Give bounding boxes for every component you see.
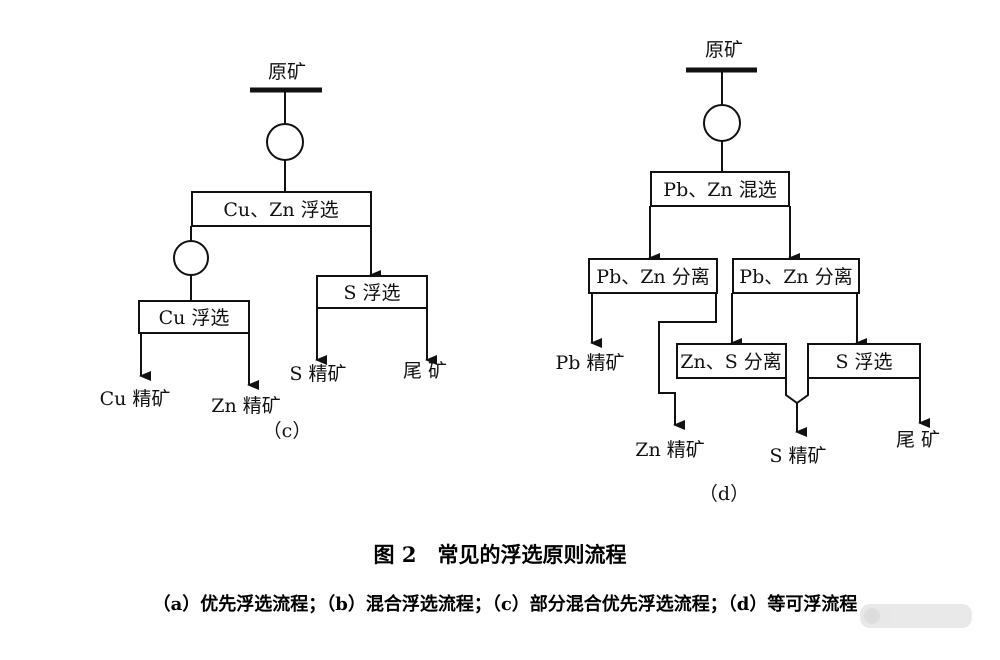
box-zn-s-separation bbox=[676, 343, 787, 379]
box-s-flotation-d bbox=[807, 343, 921, 379]
grinding-circle-c1 bbox=[266, 123, 304, 161]
box-cu-flotation-label: Cu 浮选 bbox=[159, 307, 230, 329]
tailings-label-d: 尾 矿 bbox=[896, 429, 940, 451]
feed-label-d: 原矿 bbox=[705, 39, 743, 61]
box-zn-s-separation-label: Zn、S 分离 bbox=[680, 351, 782, 373]
figure-caption: （a）优先浮选流程；（b）混合浮选流程；（c）部分混合优先浮选流程；（d）等可浮… bbox=[153, 593, 858, 615]
box-pb-zn-bulk-flotation bbox=[650, 171, 790, 207]
grinding-circle-c2 bbox=[173, 240, 209, 276]
watermark-blur bbox=[860, 604, 972, 628]
box-pb-zn-bulk-label: Pb、Zn 混选 bbox=[663, 179, 776, 201]
diagram-d: 原矿 Pb、Zn 混选 Pb、Zn 分离 Pb、Zn 分离 Zn、S 分离 S … bbox=[556, 39, 941, 505]
pb-concentrate-label: Pb 精矿 bbox=[556, 352, 625, 374]
figure-title: 图 2 常见的浮选原则流程 bbox=[374, 542, 627, 567]
grinding-circle-d bbox=[703, 104, 741, 142]
diagram-c-tag: （c） bbox=[263, 420, 312, 442]
s-concentrate-label-d: S 精矿 bbox=[769, 445, 826, 467]
diagram-d-tag: （d） bbox=[699, 483, 749, 505]
s-concentrate-label-c: S 精矿 bbox=[289, 363, 346, 385]
box-s-flotation-d-label: S 浮选 bbox=[835, 351, 892, 373]
zn-concentrate-label-c: Zn 精矿 bbox=[211, 395, 280, 417]
diagram-c: 原矿 Cu、Zn 浮选 Cu 浮选 S 浮选 Cu 精矿 Zn 精矿 S 精矿 … bbox=[100, 61, 447, 442]
box-pb-zn-separation-1 bbox=[588, 258, 718, 294]
box-s-flotation-c-label: S 浮选 bbox=[343, 282, 400, 304]
box-s-flotation-c bbox=[316, 275, 428, 309]
box-cu-flotation bbox=[138, 300, 250, 334]
box-pb-zn-separation-2-label: Pb、Zn 分离 bbox=[739, 266, 852, 288]
box-pb-zn-separation-2 bbox=[732, 258, 860, 294]
arrow-zn-from-sep-1 bbox=[658, 293, 717, 430]
feed-label-c: 原矿 bbox=[268, 61, 306, 83]
cu-concentrate-label: Cu 精矿 bbox=[100, 388, 171, 410]
box-pb-zn-separation-1-label: Pb、Zn 分离 bbox=[596, 266, 709, 288]
box-cu-zn-flotation bbox=[191, 191, 372, 227]
box-cu-zn-flotation-label: Cu、Zn 浮选 bbox=[223, 199, 338, 221]
zn-concentrate-label-d: Zn 精矿 bbox=[635, 439, 704, 461]
tailings-label-c: 尾 矿 bbox=[403, 360, 447, 382]
